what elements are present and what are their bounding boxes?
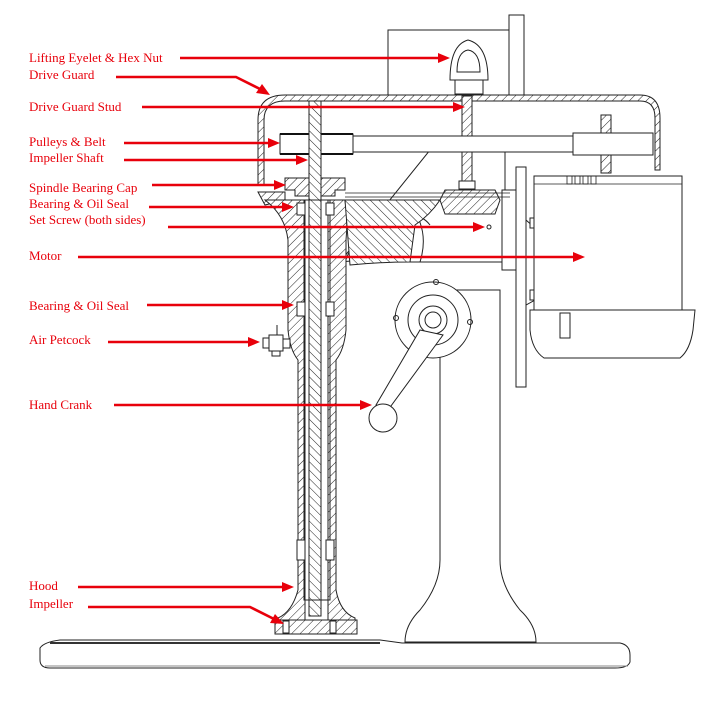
callout-spindle-bearing-cap: Spindle Bearing Cap bbox=[29, 180, 286, 195]
callout-lifting-eyelet: Lifting Eyelet & Hex Nut bbox=[29, 50, 450, 65]
label-impeller: Impeller bbox=[29, 596, 74, 611]
bearings bbox=[296, 202, 335, 561]
callout-pulleys-belt: Pulleys & Belt bbox=[29, 134, 280, 149]
hand-crank bbox=[368, 279, 473, 433]
label-hand-crank: Hand Crank bbox=[29, 397, 93, 412]
label-impeller-shaft: Impeller Shaft bbox=[29, 150, 104, 165]
callout-bearing-oil-seal-upper: Bearing & Oil Seal bbox=[29, 196, 294, 212]
label-pulleys-belt: Pulleys & Belt bbox=[29, 134, 106, 149]
arrowhead bbox=[270, 614, 284, 624]
arrowhead bbox=[256, 84, 270, 95]
set-screw bbox=[486, 224, 492, 230]
label-motor: Motor bbox=[29, 248, 62, 263]
label-bearing-oil-seal-upper: Bearing & Oil Seal bbox=[29, 196, 129, 211]
arrowhead bbox=[282, 202, 294, 212]
callout-impeller: Impeller bbox=[29, 596, 284, 624]
arrowhead bbox=[438, 53, 450, 63]
arrowhead bbox=[453, 102, 465, 112]
arrowhead bbox=[573, 252, 585, 262]
arrowhead bbox=[296, 155, 308, 165]
label-bearing-oil-seal-lower: Bearing & Oil Seal bbox=[29, 298, 129, 313]
pedestal bbox=[404, 289, 537, 643]
label-hood: Hood bbox=[29, 578, 58, 593]
callout-hood: Hood bbox=[29, 578, 294, 593]
callout-air-petcock: Air Petcock bbox=[29, 332, 260, 347]
machine-drawing bbox=[39, 14, 696, 669]
label-drive-guard: Drive Guard bbox=[29, 67, 95, 82]
label-drive-guard-stud: Drive Guard Stud bbox=[29, 99, 122, 114]
hood bbox=[263, 199, 441, 631]
callout-drive-guard: Drive Guard bbox=[29, 67, 270, 95]
arrowhead bbox=[360, 400, 372, 410]
callouts: Lifting Eyelet & Hex Nut Drive Guard Dri… bbox=[29, 50, 585, 624]
base-plate bbox=[39, 639, 631, 669]
callout-hand-crank: Hand Crank bbox=[29, 397, 372, 412]
callout-bearing-oil-seal-lower: Bearing & Oil Seal bbox=[29, 298, 294, 313]
air-petcock bbox=[262, 325, 291, 357]
label-air-petcock: Air Petcock bbox=[29, 332, 91, 347]
callout-drive-guard-stud: Drive Guard Stud bbox=[29, 99, 465, 114]
arrowhead bbox=[274, 180, 286, 190]
impeller bbox=[274, 619, 358, 635]
impeller-shaft bbox=[303, 100, 331, 617]
label-lifting-eyelet: Lifting Eyelet & Hex Nut bbox=[29, 50, 163, 65]
lifting-eyelet bbox=[449, 39, 489, 95]
arrowhead bbox=[282, 300, 294, 310]
arrowhead bbox=[248, 337, 260, 347]
motor bbox=[529, 175, 696, 359]
callout-set-screw: Set Screw (both sides) bbox=[29, 212, 485, 232]
callout-impeller-shaft: Impeller Shaft bbox=[29, 150, 308, 165]
callout-motor: Motor bbox=[29, 248, 585, 263]
arrowhead bbox=[473, 222, 485, 232]
label-spindle-bearing-cap: Spindle Bearing Cap bbox=[29, 180, 137, 195]
label-set-screw: Set Screw (both sides) bbox=[29, 212, 146, 227]
arrowhead bbox=[268, 138, 280, 148]
arrowhead bbox=[282, 582, 294, 592]
